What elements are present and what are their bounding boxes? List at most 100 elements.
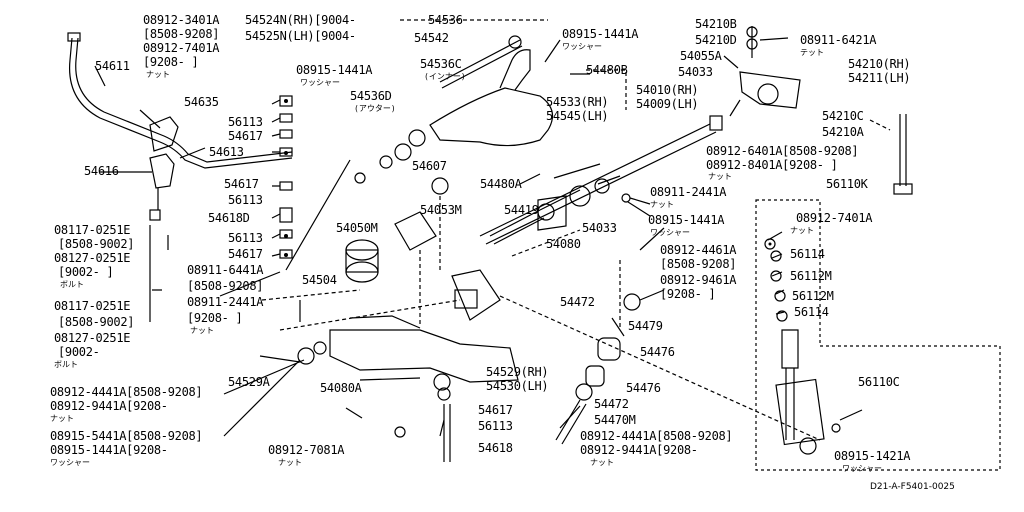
- part-number-label: 54480B: [586, 63, 628, 77]
- part-number-label: 08915-1441A: [648, 213, 725, 227]
- part-number-label: 54617: [228, 247, 263, 261]
- part-number-label: [8508-9208]: [660, 257, 737, 271]
- part-number-label: 54210C: [822, 109, 864, 123]
- part-number-label: 08911-2441A: [187, 295, 264, 309]
- part-number-label: 54210(RH): [848, 57, 911, 71]
- part-number-label: 54210D: [695, 33, 737, 47]
- part-number-label: 08911-6441A: [187, 263, 264, 277]
- part-number-label: 08912-7401A: [796, 211, 873, 225]
- part-number-label: 54010(RH): [636, 83, 699, 97]
- part-number-label: 54009(LH): [636, 97, 699, 111]
- note-label: ナット: [790, 226, 814, 235]
- part-number-label: 08915-1441A: [296, 63, 373, 77]
- part-number-label: 54211(LH): [848, 71, 911, 85]
- part-number-label: 54472: [560, 295, 595, 309]
- part-number-label: 54607: [412, 159, 447, 173]
- part-number-label: 56110K: [826, 177, 868, 191]
- part-number-label: [8508-9208]: [143, 27, 220, 41]
- part-number-label: 54053M: [420, 203, 462, 217]
- bar-end-cap: [67, 32, 81, 42]
- part-number-label: 54536: [428, 13, 463, 27]
- note-label: (アウター): [354, 104, 396, 113]
- part-number-label: 54504: [302, 273, 337, 287]
- part-number-label: [9208- ]: [187, 311, 243, 325]
- upper-control-arm: [429, 87, 554, 147]
- lower-control-arm: [329, 329, 519, 383]
- part-number-label: 56110C: [858, 375, 900, 389]
- part-number-label: 08911-6421A: [800, 33, 877, 47]
- torsion-bar: [479, 123, 717, 245]
- note-label: ワッシャー: [650, 228, 690, 237]
- note-label: ボルト: [60, 280, 84, 289]
- part-number-label: 54476: [640, 345, 675, 359]
- part-number-label: 54080: [546, 237, 581, 251]
- part-number-label: 54617: [228, 129, 263, 143]
- part-number-label: 54617: [478, 403, 513, 417]
- note-label: (インナー): [424, 72, 466, 81]
- part-number-label: 54033: [582, 221, 617, 235]
- part-number-label: 08915-1421A: [834, 449, 911, 463]
- part-number-label: 54524N(RH)[9004-: [245, 13, 356, 27]
- part-number-label: 56112M: [792, 289, 834, 303]
- part-number-label: 08912-7081A: [268, 443, 345, 457]
- part-number-label: 54472: [594, 397, 629, 411]
- note-label: ナット: [190, 326, 214, 335]
- note-label: ボルト: [54, 360, 78, 369]
- part-number-label: 56112M: [790, 269, 832, 283]
- note-label: ナット: [50, 414, 74, 423]
- part-number-label: 54616: [84, 164, 119, 178]
- part-number-label: [9208- ]: [143, 55, 199, 69]
- part-number-label: 54525N(LH)[9004-: [245, 29, 356, 43]
- part-number-label: 54480A: [480, 177, 522, 191]
- part-number-label: 56113: [228, 193, 263, 207]
- bumper-plate: [394, 211, 437, 251]
- note-label: ナット: [650, 200, 674, 209]
- part-number-label: [9002-: [58, 345, 100, 359]
- part-number-label: 56114: [794, 305, 829, 319]
- anchor-arm: [739, 71, 801, 109]
- part-number-label: 08912-4461A: [660, 243, 737, 257]
- part-number-label: 08117-0251E: [54, 223, 131, 237]
- part-number-label: 56113: [478, 419, 513, 433]
- part-number-label: [8508-9208]: [187, 279, 264, 293]
- bar-bracket-lower: [149, 153, 175, 189]
- part-number-label: 54210B: [695, 17, 737, 31]
- part-number-label: [8508-9002]: [58, 237, 135, 251]
- part-number-label: 54470M: [594, 413, 636, 427]
- note-label: ワッシャー: [842, 464, 882, 473]
- part-number-label: 54618D: [208, 211, 250, 225]
- part-number-label: 54542: [414, 31, 449, 45]
- part-number-label: 08127-0251E: [54, 251, 131, 265]
- note-label: ナット: [278, 458, 302, 467]
- part-number-label: 54618: [478, 441, 513, 455]
- part-number-label: 08127-0251E: [54, 331, 131, 345]
- part-number-label: 08912-6401A[8508-9208]: [706, 144, 859, 158]
- part-number-label: 54050M: [336, 221, 378, 235]
- part-number-label: 08915-1441A[9208-: [50, 443, 168, 457]
- part-number-label: 08915-1441A: [562, 27, 639, 41]
- part-number-label: 08912-7401A: [143, 41, 220, 55]
- part-number-label: 54617: [224, 177, 259, 191]
- note-label: ワッシャー: [300, 78, 340, 87]
- part-number-label: 54419: [504, 203, 539, 217]
- shock-absorber: [781, 329, 799, 369]
- part-number-label: 54479: [628, 319, 663, 333]
- part-number-label: 56113: [228, 115, 263, 129]
- part-number-label: 08912-9441A[9208-: [580, 443, 698, 457]
- part-number-label: [9002- ]: [58, 265, 114, 279]
- part-number-label: 54533(RH): [546, 95, 609, 109]
- bar-bracket: [149, 116, 179, 152]
- note-label: ワッシャー: [50, 458, 90, 467]
- note-label: ワッシャー: [562, 42, 602, 51]
- note-label: テット: [800, 48, 824, 57]
- part-number-label: [8508-9002]: [58, 315, 135, 329]
- part-number-label: 08912-4441A[8508-9208]: [50, 385, 203, 399]
- part-number-label: 54033: [678, 65, 713, 79]
- part-number-label: 56114: [790, 247, 825, 261]
- part-number-label: 08912-4441A[8508-9208]: [580, 429, 733, 443]
- note-label: ナット: [146, 70, 170, 79]
- note-label: ナット: [590, 458, 614, 467]
- part-number-label: 54476: [626, 381, 661, 395]
